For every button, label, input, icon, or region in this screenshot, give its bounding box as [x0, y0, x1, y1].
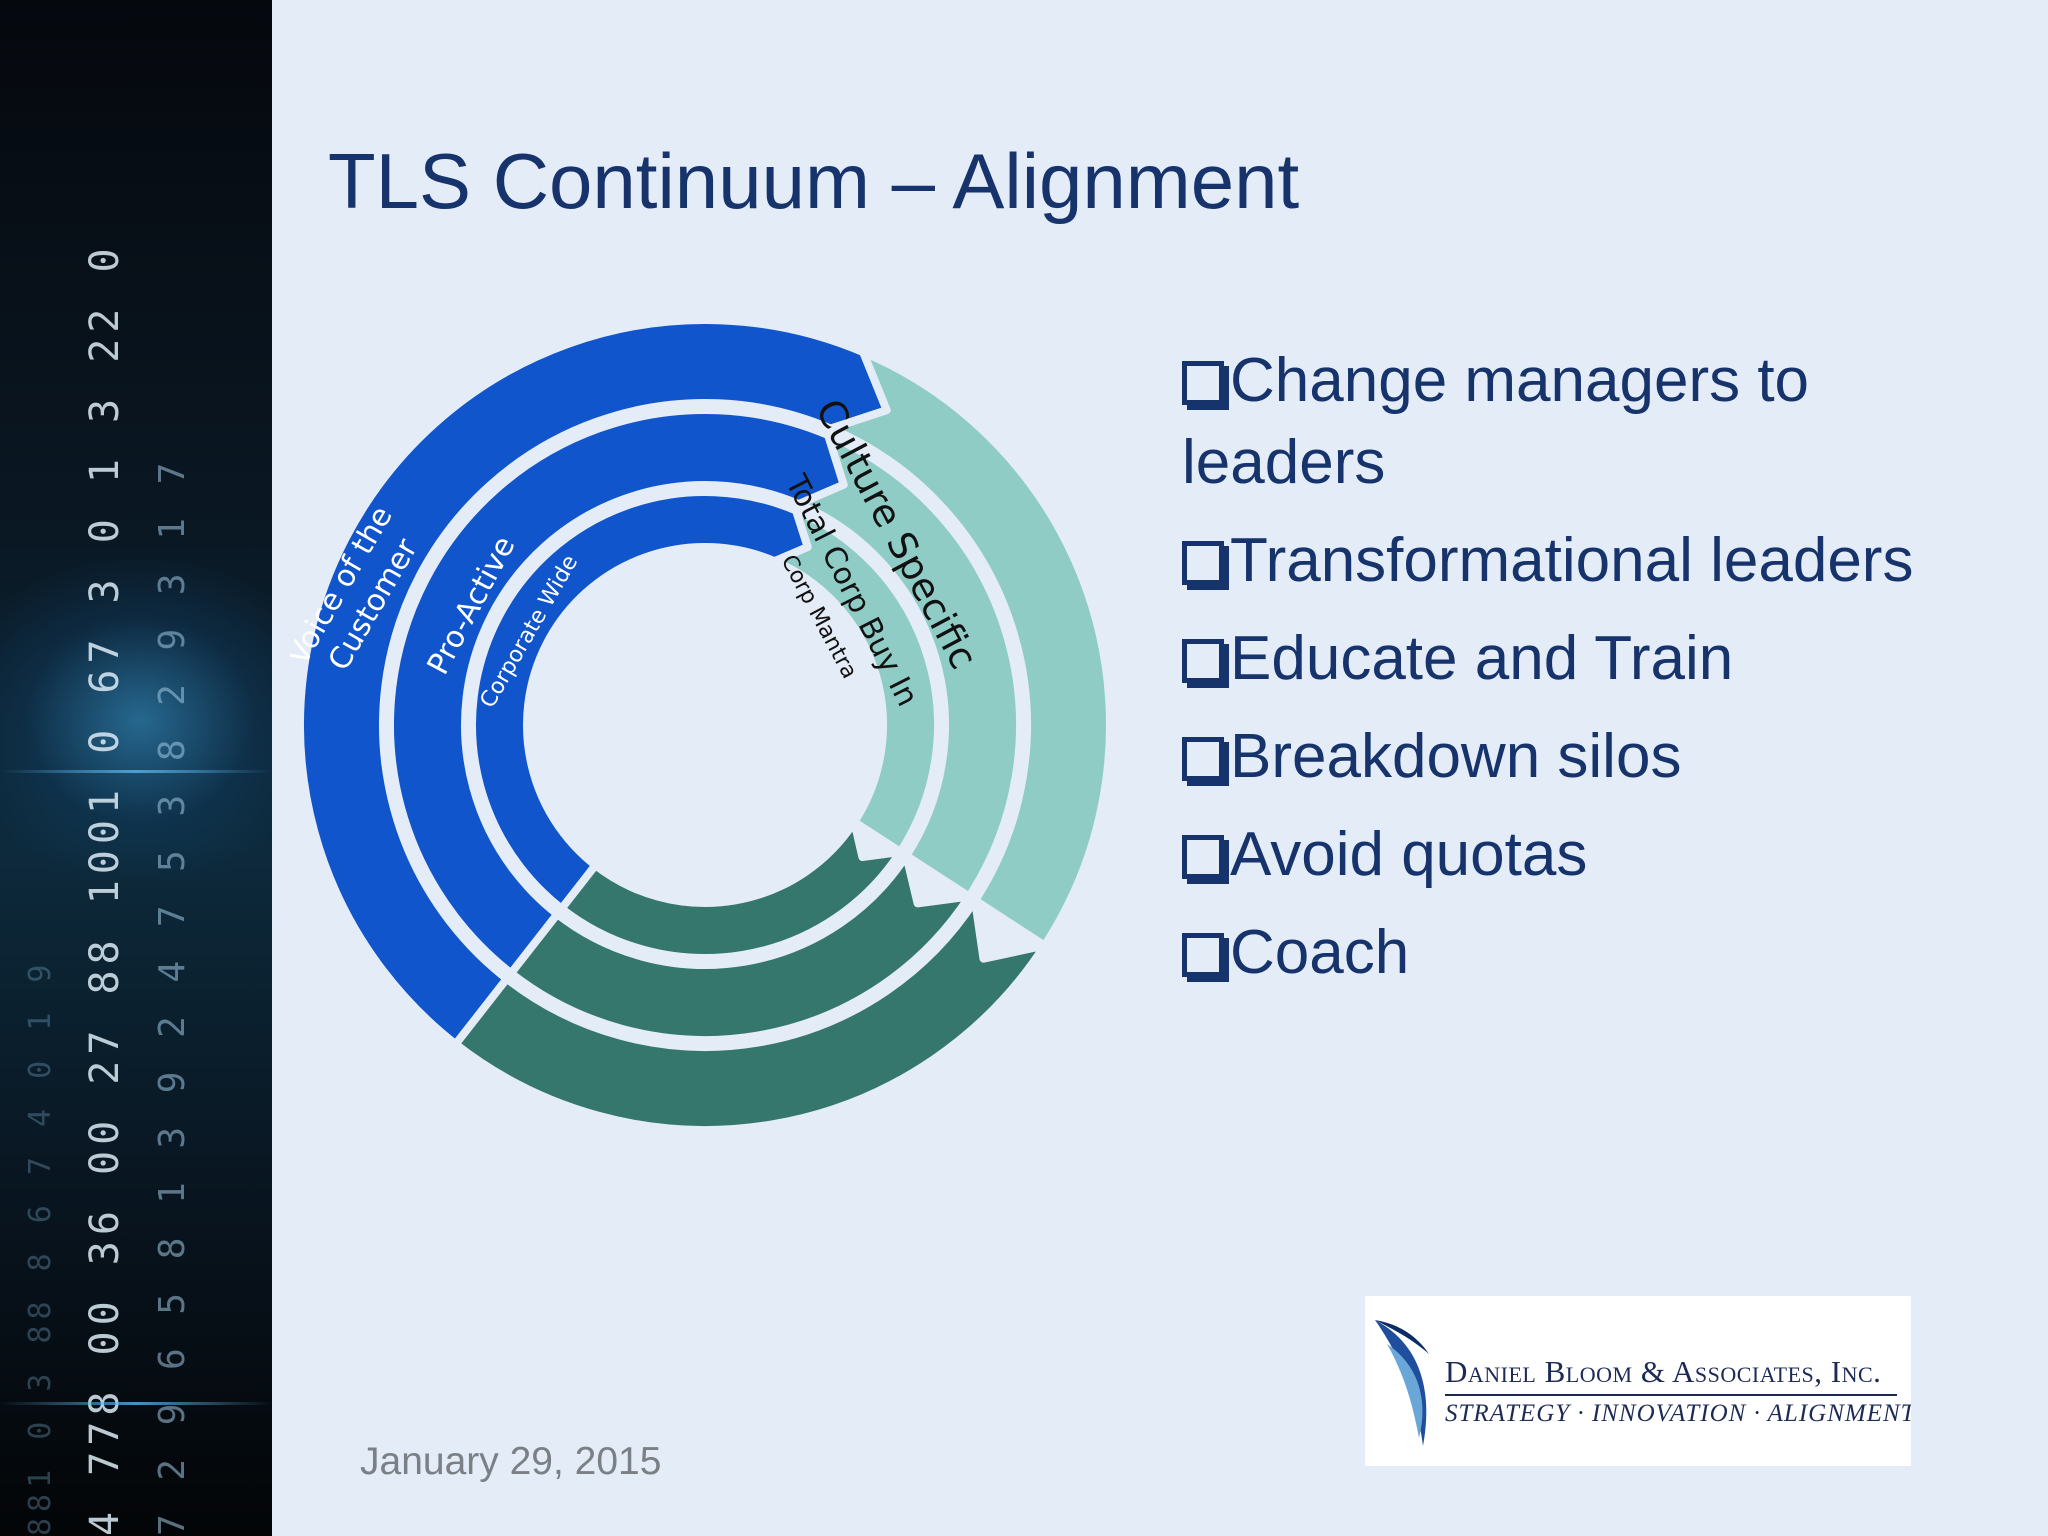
checkbox-bullet-icon [1182, 933, 1224, 977]
logo-company-name: Daniel Bloom & Associates, Inc. [1445, 1354, 1882, 1389]
slide-title: TLS Continuum – Alignment [328, 137, 1300, 225]
ring-segments [296, 316, 1114, 1134]
checkbox-bullet-icon [1182, 541, 1224, 585]
bullet-text: Educate and Train [1230, 624, 1734, 693]
ring-1-bottom-segment [451, 896, 1049, 1134]
ring-2-left-segment [386, 406, 848, 997]
bullet-text: Avoid quotas [1230, 820, 1588, 889]
logo-divider [1445, 1394, 1897, 1396]
decorative-sidebar: 881 0 3 88 8 6 7 4 0 1 9 4 778 00 36 00 … [0, 0, 272, 1536]
sidebar-glow [0, 560, 272, 880]
sidebar-light-streak [0, 770, 272, 773]
bullet-text: Coach [1230, 918, 1410, 987]
bullet-item: Avoid quotas [1182, 814, 2002, 896]
bullet-text: Breakdown silos [1230, 722, 1682, 791]
logo-tagline: STRATEGY · INNOVATION · ALIGNMENT [1445, 1400, 1911, 1427]
ring-3-left-segment [468, 488, 812, 927]
ring-1-left-segment [296, 316, 891, 1073]
bullet-text: Transformational leaders [1230, 526, 1914, 595]
bullet-item: Transformational leaders [1182, 520, 2002, 602]
ring-2-bottom-segment [507, 851, 974, 1044]
sidebar-light-streak [0, 1402, 272, 1405]
sidebar-digits-column-1: 881 0 3 88 8 6 7 4 0 1 9 [23, 958, 58, 1536]
bullet-item: Educate and Train [1182, 618, 2002, 700]
bullet-item: Coach [1182, 912, 2002, 994]
bullet-item: Change managers to leaders [1182, 340, 2002, 504]
bullet-text: Change managers to leaders [1182, 346, 1810, 497]
checkbox-bullet-icon [1182, 361, 1224, 405]
logo-swoosh-icon [1375, 1320, 1429, 1446]
sidebar-digits-column-2: 4 778 00 36 00 27 88 1001 0 67 3 0 1 3 2… [82, 242, 128, 1536]
ring-3-bottom-segment [557, 817, 905, 962]
checkbox-bullet-icon [1182, 835, 1224, 879]
bullet-item: Breakdown silos [1182, 716, 2002, 798]
slide-date: January 29, 2015 [360, 1440, 662, 1483]
checkbox-bullet-icon [1182, 639, 1224, 683]
checkbox-bullet-icon [1182, 737, 1224, 781]
sidebar-digits-column-3: 7 2 9 6 5 8 1 3 9 2 4 7 5 3 8 2 9 3 1 7 [152, 456, 193, 1536]
company-logo: Daniel Bloom & Associates, Inc. STRATEGY… [1365, 1296, 1911, 1466]
